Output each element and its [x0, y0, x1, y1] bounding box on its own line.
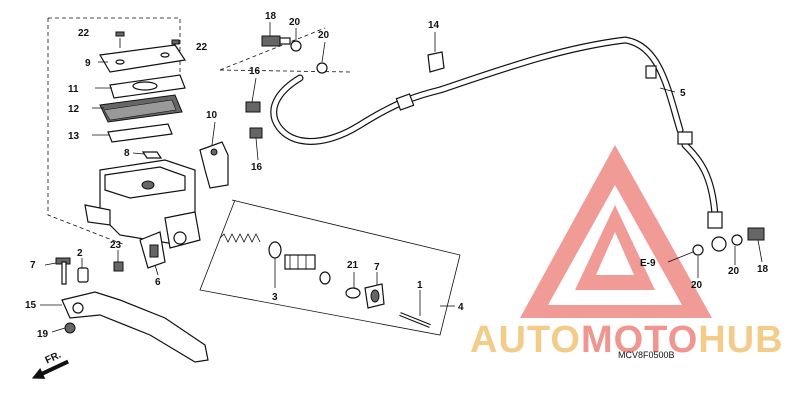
- clip-8: [141, 151, 163, 159]
- bolt-16-lower: [249, 127, 263, 139]
- part-code: MCV8F0500B: [618, 350, 675, 360]
- callout-20c: 20: [691, 280, 703, 291]
- banjo-bolt-upper: [261, 35, 291, 47]
- callout-10: 10: [206, 110, 218, 121]
- callout-3: 3: [272, 292, 278, 303]
- watermark-triangle: [520, 145, 712, 318]
- callout-11: 11: [68, 84, 79, 95]
- callout-8: 8: [124, 148, 130, 159]
- pivot-bolt: [55, 257, 71, 285]
- callout-12: 12: [68, 104, 80, 115]
- banjo-bolt-lower: [711, 227, 765, 252]
- callout-13: 13: [68, 131, 80, 142]
- screw-22b: [171, 39, 181, 53]
- lower-hose: [677, 131, 723, 229]
- diaphragm: [99, 94, 183, 123]
- callout-20a: 20: [289, 17, 301, 28]
- screw-23: [113, 261, 124, 272]
- callout-14: 14: [428, 20, 440, 31]
- master-cylinder-body: [84, 159, 201, 249]
- leader-lines: [40, 22, 763, 333]
- screw-22a: [115, 31, 125, 48]
- callout-16a: 16: [249, 66, 261, 77]
- callout-20d: 20: [728, 266, 740, 277]
- holder-bracket: [199, 141, 229, 189]
- brake-switch: [139, 231, 166, 269]
- sealing-washer-upper: [290, 40, 328, 74]
- callout-20b: 20: [318, 30, 330, 41]
- callout-23: 23: [110, 240, 122, 251]
- callout-2: 2: [77, 248, 83, 259]
- watermark-text-moto: MOTO: [581, 319, 698, 361]
- seal-21: [345, 287, 361, 299]
- callout-18a: 18: [265, 11, 277, 22]
- watermark-logo: AUTOMOTOHUB: [470, 145, 784, 361]
- pivot-collar: [77, 267, 89, 283]
- callout-15: 15: [25, 300, 37, 311]
- piston-kit-box: [199, 199, 461, 336]
- bolt-16-upper: [245, 101, 261, 113]
- callout-5: 5: [680, 88, 686, 99]
- lever: [61, 291, 209, 363]
- watermark-text-auto: AUTO: [470, 319, 581, 361]
- piston-spring: [219, 233, 261, 243]
- callout-1: 1: [417, 280, 423, 291]
- callout-21: 21: [347, 260, 359, 271]
- callout-22b: 22: [196, 42, 208, 53]
- direction-arrow-icon: [31, 359, 69, 379]
- callouts: 22 22 9 11 12 13 8 10 16 16 18 20 20 14 …: [25, 11, 769, 340]
- front-direction-indicator: FR.: [31, 350, 69, 379]
- piston: [284, 254, 316, 270]
- washer-lower: [692, 244, 704, 256]
- callout-7a: 7: [30, 260, 36, 271]
- reservoir-cap: [99, 44, 187, 73]
- callout-22a: 22: [78, 28, 90, 39]
- callout-7b: 7: [374, 262, 380, 273]
- callout-18b: 18: [757, 264, 769, 275]
- piston-cup: [268, 241, 282, 259]
- piston-washer: [319, 271, 331, 285]
- watermark-text-hub: HUB: [698, 319, 783, 361]
- callout-6: 6: [155, 277, 161, 288]
- reference-label: E-9: [640, 258, 656, 269]
- callout-9: 9: [85, 58, 91, 69]
- upper-hose: [270, 36, 684, 145]
- svg-text:AUTOMOTOHUB: AUTOMOTOHUB: [470, 319, 784, 361]
- callout-16b: 16: [251, 162, 263, 173]
- hose-clamp-14: [427, 51, 445, 73]
- boot-7: [364, 283, 385, 309]
- callout-4: 4: [458, 302, 464, 313]
- float-plate: [107, 123, 173, 143]
- push-rod: [399, 312, 431, 328]
- callout-19: 19: [37, 329, 49, 340]
- cap-plate: [109, 74, 186, 99]
